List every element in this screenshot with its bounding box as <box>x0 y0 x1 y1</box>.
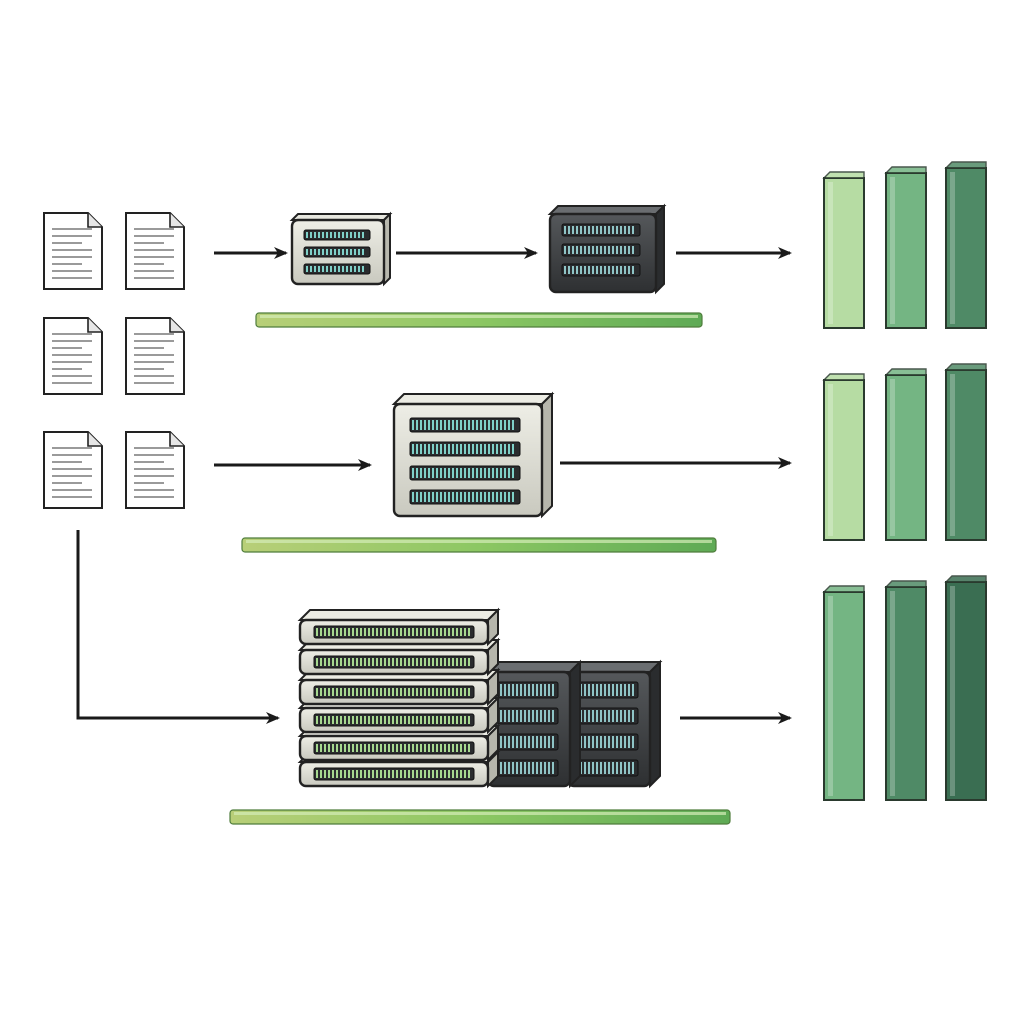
output-bar <box>822 373 865 541</box>
output-bar <box>884 368 927 541</box>
output-bars-row-2 <box>822 363 987 541</box>
dark-storage-tower <box>565 659 663 789</box>
output-bar <box>884 580 927 801</box>
output-bar <box>822 171 865 329</box>
document-icon <box>125 431 185 509</box>
output-bar <box>884 166 927 329</box>
output-bar <box>944 575 987 801</box>
document-icon <box>43 431 103 509</box>
output-bars-row-3 <box>822 575 987 801</box>
output-bar <box>822 585 865 801</box>
document-icon <box>43 212 103 290</box>
arrow-docs-to-cluster <box>76 530 280 724</box>
document-icon <box>43 317 103 395</box>
output-bar <box>944 363 987 541</box>
output-bar <box>944 161 987 329</box>
document-icon <box>125 212 185 290</box>
medium-storage-unit <box>391 391 555 519</box>
storage-cluster <box>297 607 663 789</box>
output-bars-row-1 <box>822 161 987 329</box>
rack-unit <box>297 607 501 647</box>
document-icon <box>125 317 185 395</box>
document-stack <box>43 212 185 509</box>
dark-storage-unit <box>547 203 667 295</box>
dark-storage-tower <box>485 659 583 789</box>
small-storage-unit <box>289 211 393 287</box>
